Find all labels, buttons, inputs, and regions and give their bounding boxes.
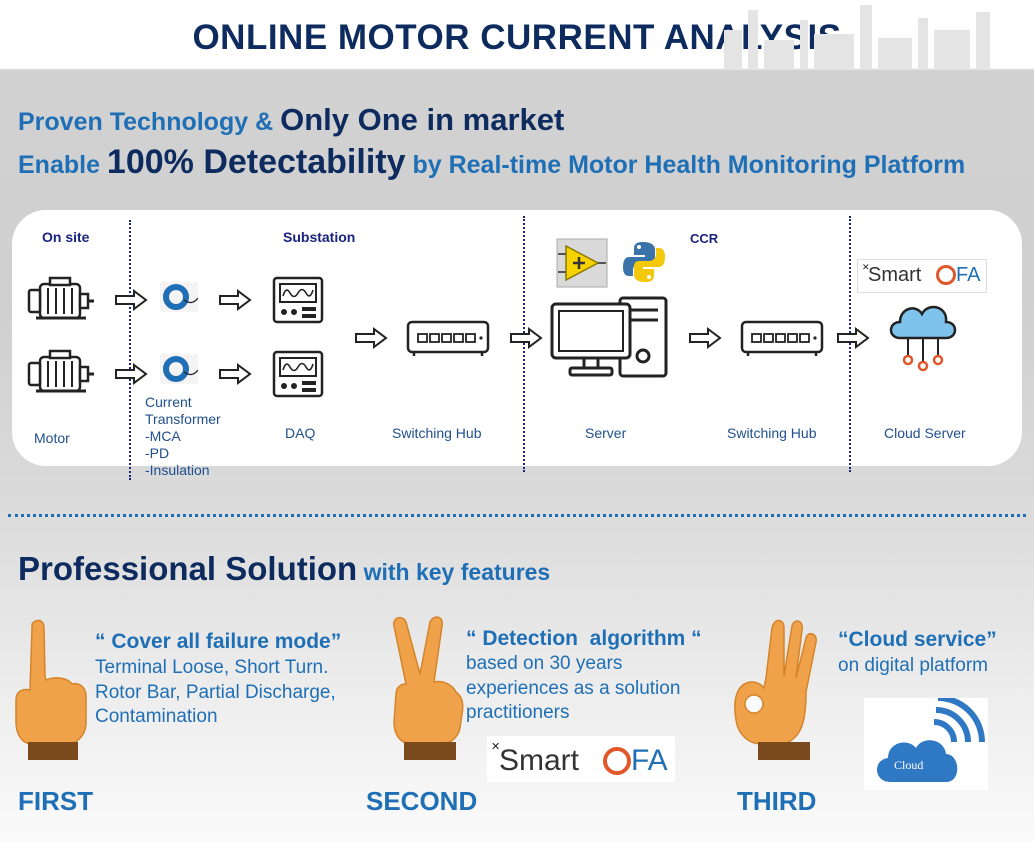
logo-o-icon [603,747,631,775]
caption-switching-hub-1: Switching Hub [392,425,482,441]
ct-line: Current [145,394,192,410]
logo-mark-icon: ✕ [862,262,870,272]
arrow-right-icon [115,290,147,310]
logo-o-icon [936,265,956,285]
current-transformer-icon [160,354,198,384]
cloud-icon-label: Cloud [894,758,924,772]
arrow-right-icon [510,328,542,348]
caption-cloud-server: Cloud Server [884,425,966,441]
ordinal-first: FIRST [18,786,94,816]
ct-line: Transformer [145,411,221,427]
section-ccr: CCR [690,231,719,246]
feature-third-body: on digital platform [838,654,988,679]
switching-hub-icon [406,320,490,358]
intro-only-one: Only One in market [280,102,565,137]
caption-server: Server [585,425,627,441]
arrow-right-icon [355,328,387,348]
caption-switching-hub-2: Switching Hub [727,425,817,441]
feature-line: Rotor Bar, Partial Discharge, [95,681,336,703]
divider-onsite [129,220,131,480]
labview-icon [556,238,608,288]
intro-line-2: Enable 100% Detectability by Real-time M… [18,143,965,182]
ct-line: -PD [145,445,170,461]
peace-hand-icon [393,616,464,760]
caption-motor: Motor [34,430,70,446]
section-onsite: On site [42,229,90,245]
solution-subtitle: with key features [357,559,551,585]
caption-current-transformer: Current Transformer -MCA -PD -Insulation [145,394,221,479]
arrow-right-icon [219,364,251,384]
feature-first-body: Terminal Loose, Short Turn. Rotor Bar, P… [95,656,336,730]
feature-line: on digital platform [838,655,988,676]
ct-line: -MCA [145,428,181,444]
feature-second-heading: “ Detection algorithm “ [466,627,702,650]
intro-detectability: 100% Detectability [106,143,406,181]
logo-fa-text: FA [956,264,981,286]
daq-icon [272,350,324,398]
logo-smart-text: Smart [868,264,922,286]
section-substation: Substation [283,229,356,245]
intro-proven: Proven Technology & [18,108,281,136]
wifi-cloud-icon: Cloud [864,698,988,790]
section-divider [8,514,1026,517]
feature-line: practitioners [466,702,570,723]
feature-line: Terminal Loose, Short Turn. [95,657,329,678]
ordinal-third: THIRD [737,786,817,816]
feature-line: Contamination [95,706,218,727]
daq-icon [272,276,324,324]
switching-hub-icon [740,320,824,358]
server-computer-icon [550,296,668,378]
arrow-right-icon [115,364,147,384]
motor-icon [27,276,96,320]
intro-platform: by Real-time Motor Health Monitoring Pla… [405,151,966,179]
divider-ccr [849,216,851,472]
divider-substation [523,216,525,472]
arrow-right-icon [689,328,721,348]
arrow-right-icon [219,290,251,310]
ordinal-second: SECOND [366,786,478,816]
python-icon [623,242,665,282]
ct-line: -Insulation [145,462,210,478]
ok-hand-icon [734,619,817,760]
cloud-server-icon [889,305,957,372]
solution-heading: Professional Solution with key features [18,550,550,588]
feature-line: experiences as a solution [466,677,681,699]
smart-ofa-logo: ✕ Smart FA [858,260,986,292]
feature-third-heading: “Cloud service” [838,628,997,651]
smart-ofa-logo-large: ✕ Smart FA [487,736,675,782]
logo-fa-text: FA [631,744,668,777]
pointing-finger-icon [15,619,87,760]
logo-smart-text: Smart [499,744,580,777]
feature-second-body: based on 30 years experiences as a solut… [466,652,680,726]
logo-mark-icon: ✕ [491,741,501,753]
motor-icon [27,349,96,393]
arrow-right-icon [837,328,869,348]
caption-daq: DAQ [285,425,316,441]
intro-line-1: Proven Technology & Only One in market [18,102,564,138]
feature-first-heading: “ Cover all failure mode” [95,630,342,653]
solution-title: Professional Solution [18,550,358,587]
intro-enable: Enable [18,151,107,179]
industrial-skyline-icon [724,5,990,70]
feature-line: based on 30 years [466,653,623,674]
current-transformer-icon [160,282,198,312]
